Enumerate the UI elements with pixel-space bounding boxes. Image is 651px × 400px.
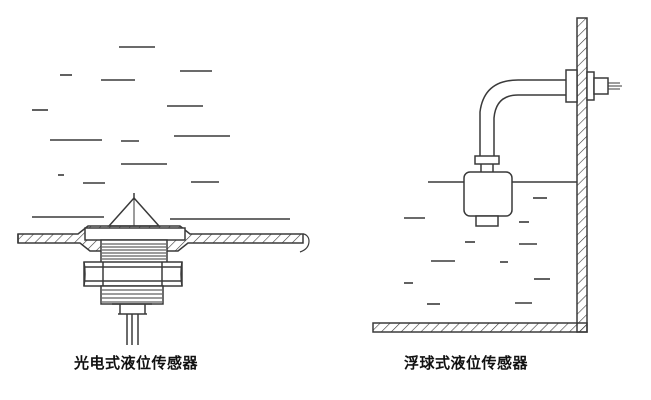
- tank-wall-hatched: [576, 17, 588, 333]
- float-ball: [463, 171, 513, 217]
- photoelectric-sensor-diagram: [17, 46, 310, 345]
- liquid-dashes-right: [404, 197, 550, 305]
- caption-float: 浮球式液位传感器: [404, 354, 529, 372]
- wall-mount: [565, 69, 622, 103]
- sensor-cable: [112, 303, 152, 345]
- sensor-thread-body: [100, 239, 168, 265]
- tube-collar: [474, 155, 500, 165]
- sensor-lower-thread: [100, 285, 164, 305]
- sensor-nut: [83, 261, 183, 287]
- tank-floor-hatched: [372, 322, 588, 333]
- liquid-dashes-left: [32, 46, 290, 220]
- sensor-flange: [84, 227, 186, 241]
- caption-photoelectric: 光电式液位传感器: [74, 354, 199, 372]
- prism-cone: [107, 193, 161, 227]
- guide-tube: [479, 79, 566, 156]
- float-sensor-diagram: [372, 17, 622, 333]
